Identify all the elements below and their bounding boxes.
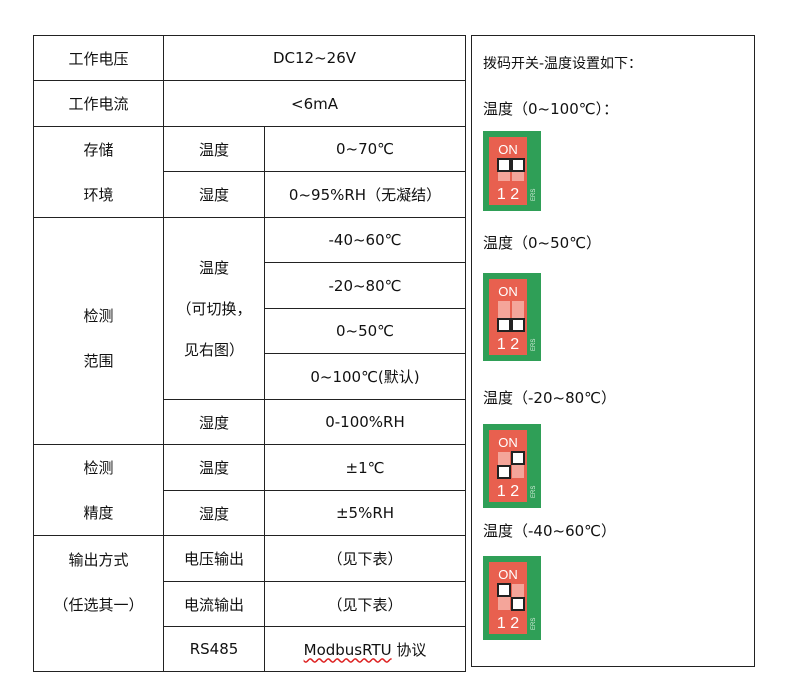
storage-temperature-label: 温度 xyxy=(163,126,265,172)
row-range-humidity: 湿度 0-100%RH xyxy=(34,399,466,445)
range-temperature-value-3: 0~50℃ xyxy=(264,308,466,354)
output-label: 输出方式 （任选其一） xyxy=(33,535,164,672)
output-voltage-label: 电压输出 xyxy=(163,535,265,582)
switch-knob-2 xyxy=(511,451,525,465)
dip-switch-0-50: ON 1 2 ERS xyxy=(483,273,541,361)
range-label-line-1: 检测 xyxy=(83,307,114,325)
dip-switch-graphic: ON 1 2 ERS xyxy=(483,131,541,211)
switch-knob-1 xyxy=(497,465,511,479)
row-storage-humidity: 湿度 0~95%RH（无凝结） xyxy=(34,171,466,218)
dip-label-minus20-80: 温度（-20~80℃） xyxy=(483,389,617,407)
row-output-rs485: RS485 ModbusRTU 协议 xyxy=(34,626,466,672)
range-label: 检测 范围 xyxy=(33,217,164,445)
switch-knob-2 xyxy=(511,158,525,172)
dip-switch-graphic: ON 1 2 ERS xyxy=(483,424,541,508)
row-output-current: 电流输出 （见下表） xyxy=(34,581,466,627)
output-label-line-2: （任选其一） xyxy=(53,595,144,614)
row-supply-voltage: 工作电压 DC12~26V xyxy=(33,35,466,81)
row-range-temp-1: 检测 范围 温度 （可切换， 见右图） -40~60℃ xyxy=(33,217,466,445)
storage-label-line-2: 环境 xyxy=(83,186,114,204)
switch-numbers: 1 2 xyxy=(497,483,519,500)
operating-current-label: 工作电流 xyxy=(33,80,164,127)
storage-label-line-1: 存储 xyxy=(83,141,114,159)
accuracy-label: 检测 精度 xyxy=(33,444,164,536)
accuracy-humidity-label: 湿度 xyxy=(163,490,265,536)
storage-humidity-label: 湿度 xyxy=(163,171,265,218)
switch-knob-1 xyxy=(497,583,511,597)
dip-switch-0-100: ON 1 2 ERS xyxy=(483,131,541,211)
range-temperature-label-line-1: 温度 xyxy=(198,259,229,277)
row-output-voltage: 输出方式 （任选其一） 电压输出 （见下表） xyxy=(33,535,466,672)
dip-switch-panel: 拨码开关-温度设置如下： 温度（0~100℃）： ON 1 2 ERS 温度（0~5… xyxy=(471,35,755,667)
row-operating-current: 工作电流 <6mA xyxy=(33,80,466,127)
output-rs485-value: ModbusRTU 协议 xyxy=(264,626,466,672)
range-humidity-label: 湿度 xyxy=(163,399,265,445)
output-label-line-1: 输出方式 xyxy=(68,550,129,569)
storage-humidity-value: 0~95%RH（无凝结） xyxy=(264,171,466,218)
range-temperature-label-line-3: 见右图） xyxy=(183,341,244,359)
output-voltage-value: （见下表） xyxy=(264,535,466,582)
operating-current-value: <6mA xyxy=(163,80,466,127)
row-accuracy-temperature: 检测 精度 温度 ±1℃ xyxy=(33,444,466,536)
dip-switch-minus40-60: ON 1 2 ERS xyxy=(483,556,541,640)
accuracy-label-line-2: 精度 xyxy=(83,504,114,522)
switch-numbers: 1 2 xyxy=(497,615,519,632)
dip-switch-graphic: ON 1 2 ERS xyxy=(483,273,541,361)
on-label: ON xyxy=(498,435,518,450)
dip-switch-minus20-80: ON 1 2 ERS xyxy=(483,424,541,508)
dip-label-0-100: 温度（0~100℃）： xyxy=(483,100,619,118)
dip-switch-graphic: ON 1 2 ERS xyxy=(483,556,541,640)
board-side-text: ERS xyxy=(531,339,537,351)
dip-label-minus40-60: 温度（-40~60℃） xyxy=(483,522,617,540)
protocol-suffix: 协议 xyxy=(391,640,427,659)
dip-panel-title: 拨码开关-温度设置如下： xyxy=(483,56,643,72)
on-label: ON xyxy=(498,567,518,582)
switch-knob-2 xyxy=(511,597,525,611)
row-range-temp-4: 0~100℃(默认) xyxy=(34,353,466,400)
accuracy-label-line-1: 检测 xyxy=(83,459,114,477)
on-label: ON xyxy=(498,284,518,299)
storage-temperature-value: 0~70℃ xyxy=(264,126,466,172)
spec-table: 工作电压 DC12~26V 工作电流 <6mA 存储 环境 温度 0~70℃ 湿… xyxy=(33,35,466,672)
supply-voltage-value: DC12~26V xyxy=(163,35,466,81)
range-label-line-2: 范围 xyxy=(83,352,114,370)
output-current-value: （见下表） xyxy=(264,581,466,627)
accuracy-humidity-value: ±5%RH xyxy=(264,490,466,536)
on-label: ON xyxy=(498,142,518,157)
row-accuracy-humidity: 湿度 ±5%RH xyxy=(34,490,466,536)
output-rs485-label: RS485 xyxy=(163,626,265,672)
range-temperature-value-1: -40~60℃ xyxy=(264,217,466,263)
range-temperature-label: 温度 （可切换， 见右图） xyxy=(163,217,265,400)
board-side-text: ERS xyxy=(531,486,537,498)
output-current-label: 电流输出 xyxy=(163,581,265,627)
accuracy-temperature-label: 温度 xyxy=(163,444,265,491)
row-range-temp-3: 0~50℃ xyxy=(34,308,466,354)
switch-numbers: 1 2 xyxy=(497,336,519,353)
range-temperature-label-line-2: （可切换， xyxy=(176,300,252,318)
switch-numbers: 1 2 xyxy=(497,186,519,203)
range-temperature-value-4: 0~100℃(默认) xyxy=(264,353,466,400)
supply-voltage-label: 工作电压 xyxy=(33,35,164,81)
switch-knob-1 xyxy=(497,318,511,332)
range-humidity-value: 0-100%RH xyxy=(264,399,466,445)
switch-knob-2 xyxy=(511,318,525,332)
switch-knob-1 xyxy=(497,158,511,172)
modbus-rtu-text: ModbusRTU xyxy=(303,640,392,659)
dip-label-0-50: 温度（0~50℃） xyxy=(483,234,602,252)
board-side-text: ERS xyxy=(531,618,537,630)
accuracy-temperature-value: ±1℃ xyxy=(264,444,466,491)
range-temperature-value-2: -20~80℃ xyxy=(264,262,466,309)
board-side-text: ERS xyxy=(531,189,537,201)
row-storage-temperature: 存储 环境 温度 0~70℃ xyxy=(33,126,466,218)
storage-label: 存储 环境 xyxy=(33,126,164,218)
